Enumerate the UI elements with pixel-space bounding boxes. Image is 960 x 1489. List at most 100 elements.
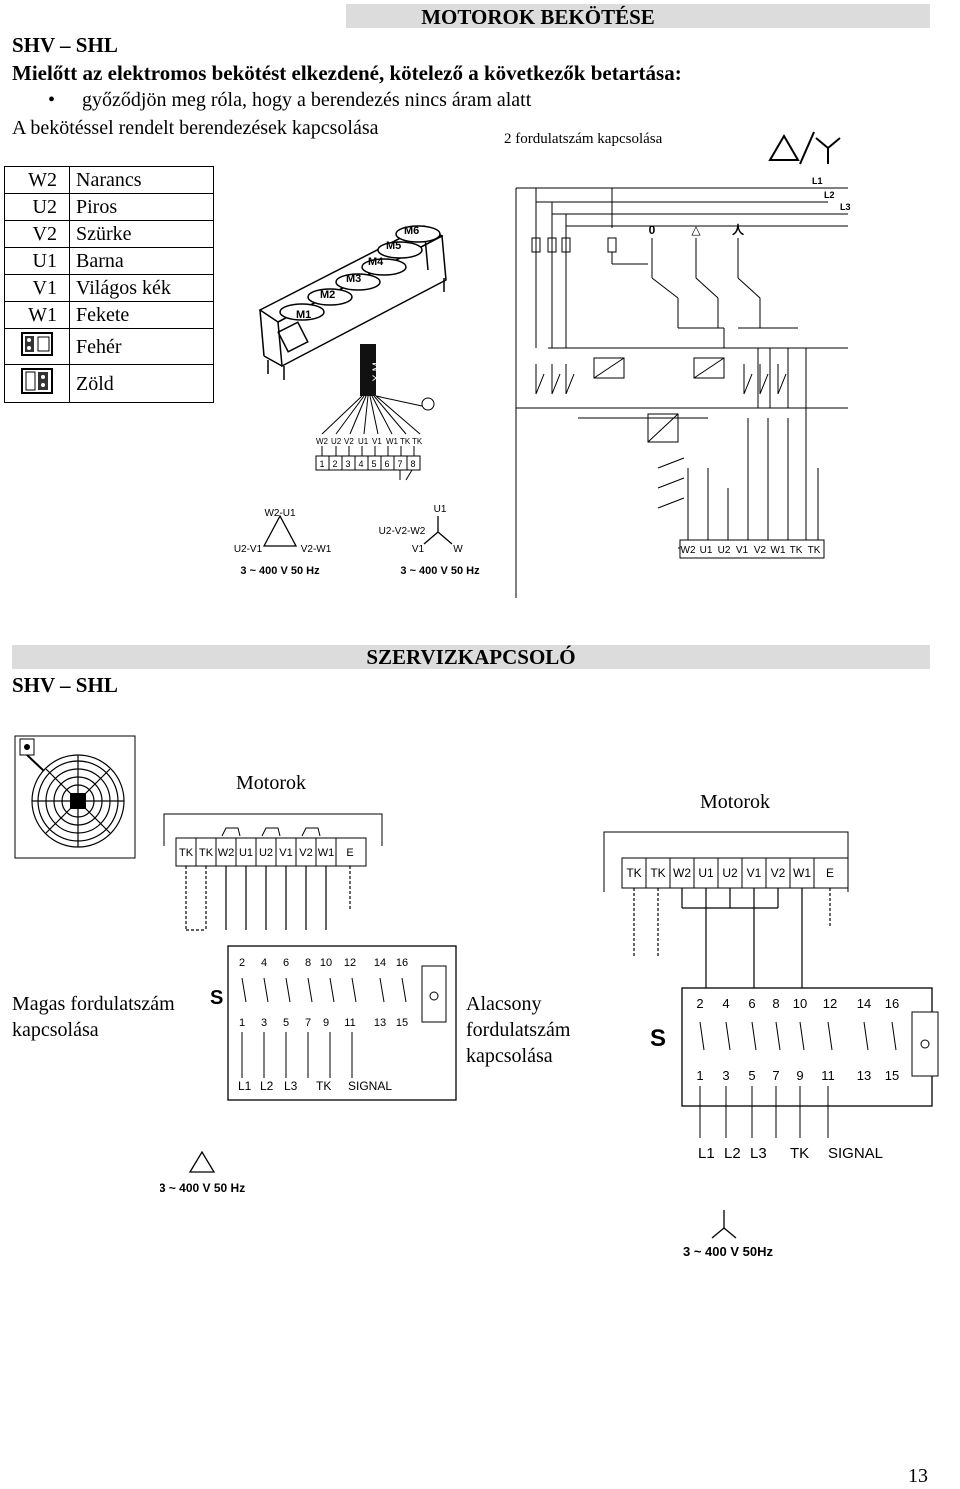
output-terminal: W2: [681, 545, 696, 556]
switch-pin: 5: [283, 1017, 289, 1029]
switch-pin: 6: [748, 996, 755, 1011]
switch-pin: 10: [320, 957, 332, 969]
unit-diagram: M1 M2 M3 M4 M5 M6 X M W2 U2 V2 U1 V1 W1 …: [234, 225, 480, 577]
terminal-label: TK: [412, 437, 423, 446]
motor-terminal: TK: [650, 866, 665, 880]
motor-terminal: U1: [698, 866, 714, 880]
switch-labels: 0 △ 人: [649, 222, 745, 237]
star-left: V1: [412, 544, 425, 555]
switch-pin: 15: [396, 1017, 408, 1029]
output-label: L3: [750, 1145, 767, 1162]
switch-label: △: [691, 223, 701, 237]
output-terminal: U1: [700, 545, 713, 556]
switch-pin: 3: [722, 1068, 729, 1083]
switch-pin: 16: [396, 957, 408, 969]
wire-color: Zöld: [69, 364, 214, 403]
delta-supply: 3 ~ 400 V 50 Hz: [240, 565, 320, 577]
switch-pin: 6: [283, 957, 289, 969]
page-number: 13: [908, 1465, 928, 1487]
switch-pin: 14: [857, 996, 871, 1011]
connector-icon: [4, 364, 70, 403]
motor-terminal: U2: [722, 866, 738, 880]
switch-pin: 8: [305, 957, 311, 969]
wiring-schematic: L1 L2 L3 N 0 △ 人: [515, 176, 851, 598]
motor-terminal: E: [826, 866, 834, 880]
table-row: Zöld: [4, 364, 214, 403]
motor-terminal: W2: [218, 847, 235, 859]
switch-bottom-numbers: 1 3 5 7 9 11 13 15: [239, 1017, 408, 1029]
switch-outputs: L1 L2 L3 TK SIGNAL: [238, 1079, 392, 1093]
control-lines: [516, 238, 848, 548]
motor-labels: M1 M2 M3 M4 M5 M6: [296, 225, 419, 321]
delta-right: V2-W1: [301, 544, 332, 555]
switch-pin: 9: [796, 1068, 803, 1083]
subtitle: A bekötéssel rendelt berendezések kapcso…: [12, 117, 379, 139]
wire-color: Világos kék: [69, 274, 214, 302]
section-title-bar: MOTOROK BEKÖTÉSE: [346, 4, 930, 29]
terminal-labels: W2 U2 V2 U1 V1 W1 TK TK: [316, 437, 423, 446]
switch-bottom-numbers: 1 3 5 7 9 11 13 15: [696, 1068, 899, 1083]
terminal-number: 4: [358, 459, 363, 469]
output-label: L1: [238, 1079, 252, 1093]
model-label: SHV – SHL: [12, 673, 118, 697]
terminal-label: V2: [344, 437, 354, 446]
table-row: Fehér: [4, 328, 214, 365]
output-terminal: TK: [790, 545, 803, 556]
switch-pin: 8: [772, 996, 779, 1011]
output-terminal: V1: [736, 545, 749, 556]
switch-pin: 12: [823, 996, 837, 1011]
switch-symbol: S: [210, 987, 223, 1009]
star-supply: 3 ~ 400 V 50 Hz: [400, 565, 480, 577]
switch-contacts: [241, 977, 407, 1078]
motor-terminal: TK: [626, 866, 641, 880]
motor-label: M6: [404, 225, 419, 237]
motor-terminal: TK: [199, 847, 214, 859]
connector-icon: [4, 328, 70, 365]
switch-pin: 5: [748, 1068, 755, 1083]
output-terminal: U2: [718, 545, 731, 556]
motor-fans: [279, 225, 441, 321]
motor-label: M1: [296, 309, 311, 321]
motor-terminal: W1: [318, 847, 335, 859]
service-switch-high: TK TK W2 U1 U2 V1 V2 W1 E S 2 4 6 8 10 1…: [160, 813, 457, 1195]
output-label: L2: [260, 1079, 274, 1093]
switch-pin: 13: [857, 1068, 871, 1083]
motor-terminal: V1: [279, 847, 292, 859]
switch-pin: 1: [239, 1017, 245, 1029]
switch-pin: 11: [344, 1017, 355, 1029]
switch-top-numbers: 2 4 6 8 10 12 14 16: [239, 957, 408, 969]
contactor-switches: [535, 364, 787, 509]
terminal-label: U1: [358, 437, 369, 446]
terminal-label: W2: [316, 437, 329, 446]
motor-terminal: V2: [299, 847, 312, 859]
section-title: SZERVIZKAPCSOLÓ: [366, 645, 576, 669]
junction-box: [360, 344, 376, 396]
motor-label: M2: [320, 289, 335, 301]
line-label: L1: [812, 176, 823, 186]
contactor-coils: [593, 357, 725, 443]
wire-color: Fekete: [69, 301, 214, 329]
star-symbol-icon: [711, 1210, 737, 1239]
high-speed-label: Magas fordulatszám kapcsolása: [12, 993, 175, 1041]
bullet-icon: •: [48, 89, 56, 111]
switch-pin: 2: [239, 957, 245, 969]
switch-pin: 2: [696, 996, 703, 1011]
line-label: L2: [824, 190, 835, 200]
bullet-item: • győződjön meg róla, hogy a berendezés …: [48, 89, 531, 112]
delta-left: U2-V1: [234, 544, 263, 555]
terminal-number: 8: [410, 459, 415, 469]
wire-code: U2: [4, 193, 70, 221]
switch-pin: 14: [374, 957, 386, 969]
star-center: U2-V2-W2: [379, 526, 426, 537]
service-switch-low: TK TK W2 U1 U2 V1 V2 W1 E S 2 4 6 8 10 1…: [603, 831, 939, 1259]
switch-pin: 7: [305, 1017, 311, 1029]
output-label: TK: [790, 1145, 809, 1162]
fuses: [531, 237, 617, 253]
terminal-numbers: 1 2 3 4 5 6 7 8: [319, 459, 415, 469]
wire-code: V2: [4, 220, 70, 248]
motors-label: Motorok: [700, 791, 770, 813]
